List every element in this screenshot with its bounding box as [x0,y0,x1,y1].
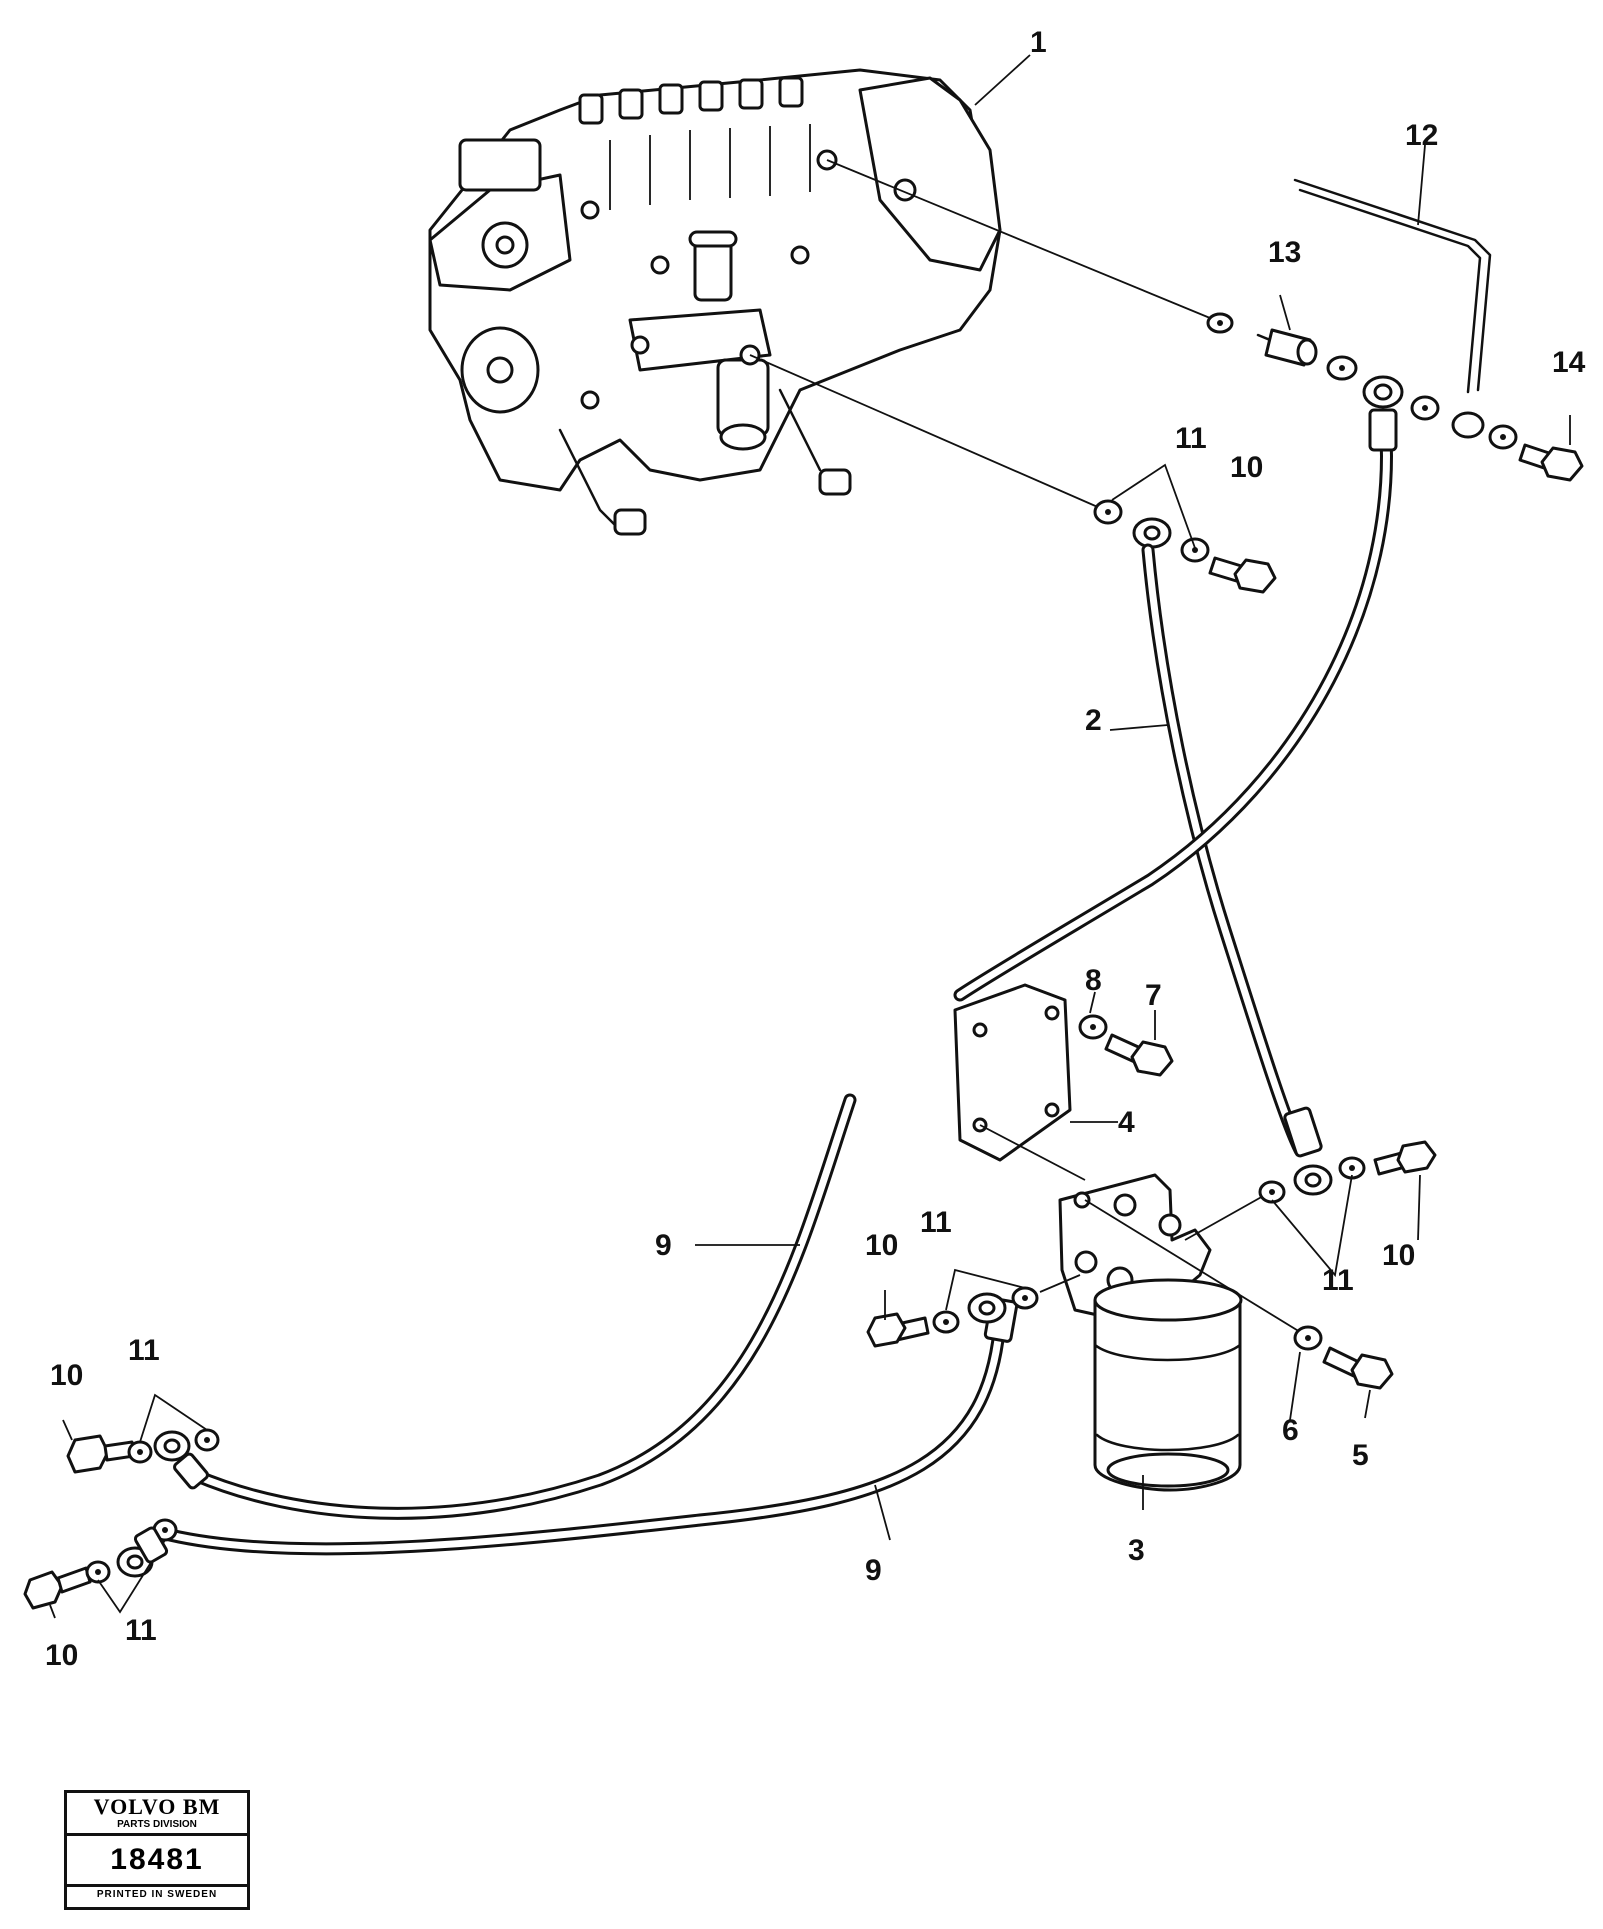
stamp-brand: VOLVO BM [93,1794,221,1819]
callout-11-left-upper: 11 [128,1334,160,1367]
callout-3: 3 [1128,1534,1145,1567]
callout-14: 14 [1552,346,1586,379]
injection-pump [428,68,1002,536]
callout-9-lower: 9 [865,1554,882,1587]
callout-5: 5 [1352,1439,1369,1472]
callout-11-pump: 11 [1175,422,1207,455]
upper-fitting-assembly [1206,178,1584,482]
callout-8: 8 [1085,964,1102,997]
callout-7: 7 [1145,979,1162,1012]
callout-6: 6 [1282,1414,1299,1447]
callout-11-filter-left: 11 [920,1206,952,1239]
callout-4: 4 [1118,1106,1135,1139]
callout-9-upper: 9 [655,1229,672,1262]
filter-left-fitting [866,1268,1081,1348]
stamp-number: 18481 [67,1836,247,1887]
callout-2: 2 [1085,704,1102,737]
callout-11-filter-right: 11 [1322,1264,1354,1297]
callout-10-left-upper: 10 [50,1359,83,1392]
callout-10-pump: 10 [1230,451,1263,484]
left-upper-fitting [66,1393,220,1490]
filter-right-fitting [1184,1140,1437,1278]
callout-11-left-lower: 11 [125,1614,157,1647]
filter-bolt [1293,1325,1394,1390]
callout-12: 12 [1405,119,1438,152]
left-lower-fitting [23,1518,178,1614]
callout-10-left-lower: 10 [45,1639,78,1672]
callout-10-filter-left: 10 [865,1229,898,1262]
hoses [163,408,1398,1556]
bracket-bolt [1078,1014,1174,1077]
leader-filter-bolt [1084,1199,1306,1336]
callout-1: 1 [1030,26,1047,59]
stamp-footer: PRINTED IN SWEDEN [96,1889,218,1900]
stamp-division: PARTS DIVISION [67,1819,247,1836]
fuel-filter [1058,1173,1243,1492]
leader-pump-upper [826,159,1211,319]
leader-pump-lower [749,354,1101,509]
bracket [953,983,1086,1181]
pump-lower-fitting [1093,463,1277,594]
parts-stamp: VOLVO BM PARTS DIVISION 18481 PRINTED IN… [64,1790,250,1910]
callout-10-filter-right: 10 [1382,1239,1415,1272]
callout-13: 13 [1268,236,1301,269]
callout-leaders [49,54,1571,1619]
